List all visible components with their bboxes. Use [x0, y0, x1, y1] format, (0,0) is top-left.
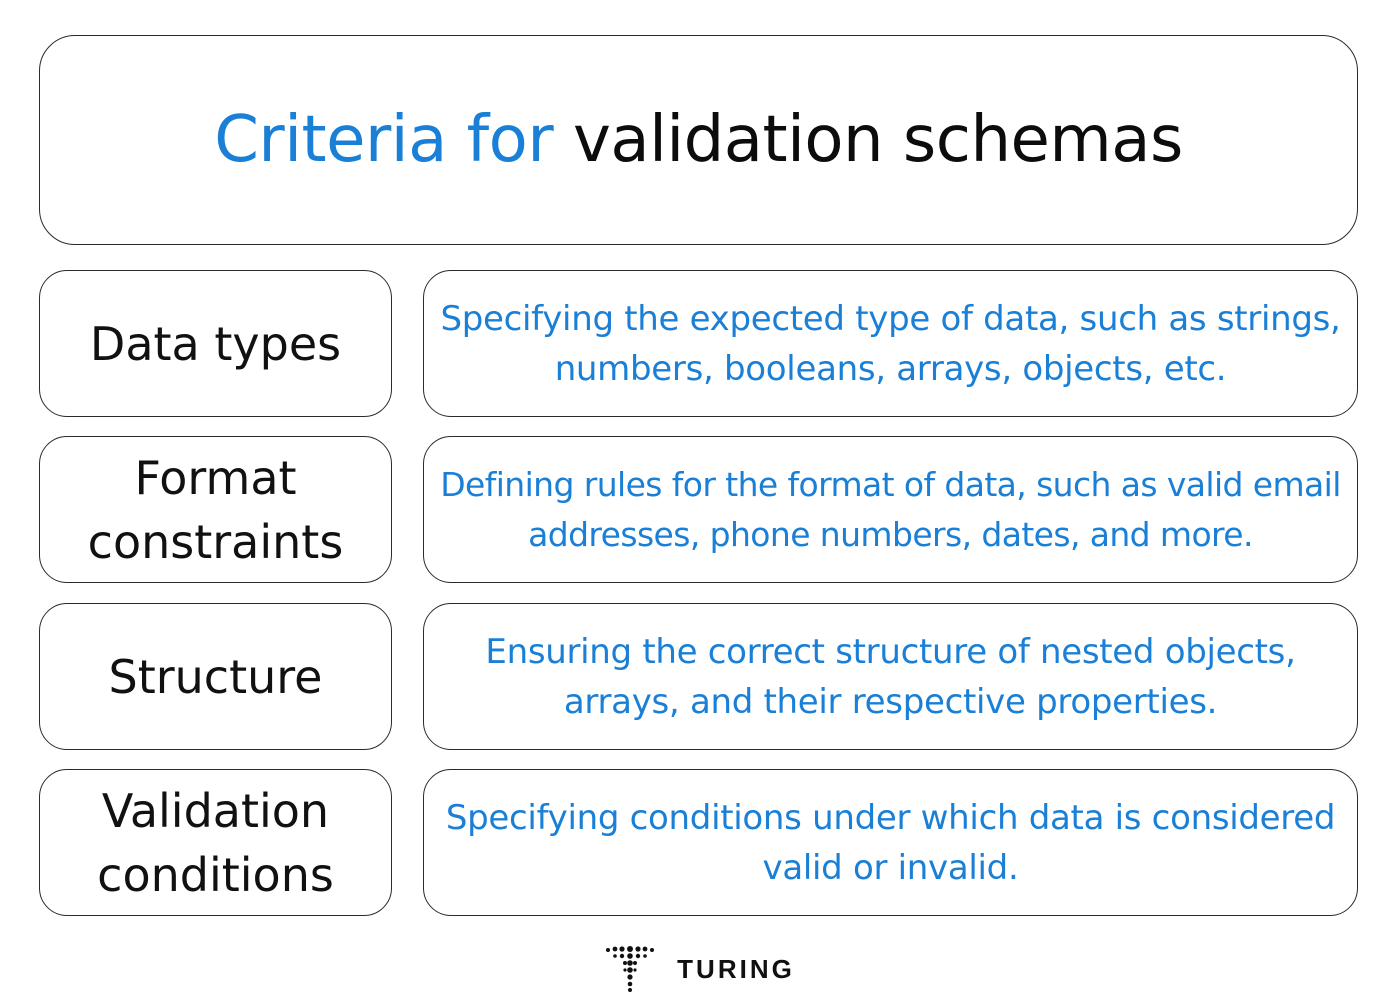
- title-rest: validation schemas: [572, 103, 1183, 177]
- criterion-label-card-data-types: Data types: [39, 270, 392, 417]
- criterion-description: Specifying the expected type of data, su…: [440, 298, 1341, 389]
- criterion-label: Validation conditions: [97, 783, 334, 902]
- criterion-description: Specifying conditions under which data i…: [445, 797, 1336, 888]
- criterion-label-card-validation-conditions: Validation conditions: [39, 769, 392, 916]
- criterion-description-card-validation-conditions: Specifying conditions under which data i…: [423, 769, 1358, 916]
- footer-brand: TURING: [0, 944, 1400, 994]
- title-card: Criteria for validation schemas: [39, 35, 1358, 245]
- criterion-description-card-structure: Ensuring the correct structure of nested…: [423, 603, 1358, 750]
- criterion-label: Structure: [108, 649, 323, 704]
- title-accent: Criteria for: [214, 103, 554, 177]
- criterion-label: Format constraints: [87, 450, 344, 569]
- page-title: Criteria for validation schemas: [214, 103, 1183, 177]
- criterion-description-card-data-types: Specifying the expected type of data, su…: [423, 270, 1358, 417]
- criterion-label: Data types: [89, 316, 342, 371]
- brand-name: TURING: [677, 953, 795, 984]
- criterion-description: Ensuring the correct structure of nested…: [485, 631, 1296, 722]
- criterion-label-card-structure: Structure: [39, 603, 392, 750]
- criterion-label-card-format-constraints: Format constraints: [39, 436, 392, 583]
- turing-logo-icon: [606, 946, 655, 992]
- criterion-description: Defining rules for the format of data, s…: [440, 464, 1341, 554]
- criterion-description-card-format-constraints: Defining rules for the format of data, s…: [423, 436, 1358, 583]
